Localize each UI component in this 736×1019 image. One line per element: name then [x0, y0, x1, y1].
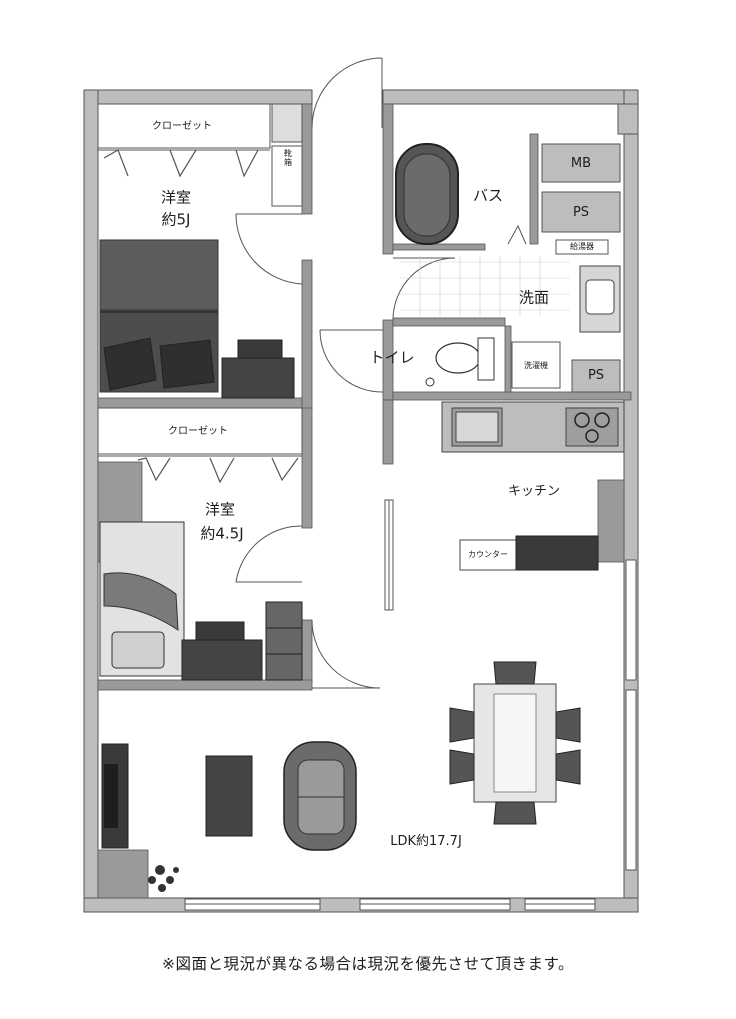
bath-label: バス — [472, 186, 504, 205]
ldk-label: LDK約17.7J — [390, 833, 462, 849]
sofa — [283, 741, 357, 851]
desk-2 — [181, 601, 303, 681]
bedroom1-name: 洋室 — [160, 188, 192, 207]
tv-stand — [101, 743, 129, 849]
ps-box-upper — [541, 191, 621, 233]
floor-plan — [83, 57, 639, 913]
closet-top — [97, 103, 271, 178]
bedroom2-size: 約4.5J — [200, 524, 244, 543]
washroom-label: 洗面 — [518, 288, 550, 307]
kitchen-counter — [441, 401, 625, 453]
bathtub — [395, 143, 459, 245]
plant — [148, 865, 179, 892]
right-windows — [625, 559, 637, 871]
toilet-fixture — [425, 337, 495, 387]
water-heater-label: 給湯器 — [570, 242, 594, 251]
interior-walls — [97, 103, 632, 691]
toilet-label: トイレ — [369, 348, 415, 367]
mb-label: MB — [570, 155, 592, 171]
washing-machine-label: 洗濯機 — [524, 361, 548, 370]
shoe-cabinet-label: 靴箱 — [284, 149, 292, 167]
desk-1 — [221, 339, 295, 399]
bedroom2-name: 洋室 — [204, 500, 236, 519]
bedroom1-size: 約5J — [161, 210, 191, 229]
ps-upper-label: PS — [572, 204, 590, 220]
closet-mid — [97, 407, 303, 484]
living-column — [97, 849, 149, 899]
coffee-table — [205, 755, 253, 837]
water-heater-box — [555, 239, 609, 255]
bed-1 — [99, 239, 219, 393]
wash-basin — [579, 265, 621, 333]
washing-machine-box — [511, 341, 561, 389]
kitchen-label: キッチン — [507, 483, 561, 499]
mb-box — [541, 143, 621, 183]
bed-2 — [99, 521, 185, 677]
ps-lower-label: PS — [587, 367, 605, 383]
bath-fixture — [507, 224, 527, 245]
closet-top-label: クローゼット — [152, 120, 212, 132]
sliding-door — [384, 499, 394, 611]
washroom-floor — [400, 256, 570, 316]
dining-set — [449, 661, 581, 825]
counter-unit — [459, 535, 599, 571]
door-swings — [235, 57, 456, 689]
disclaimer-text: ※図面と現況が異なる場合は現況を優先させて頂きます。 — [162, 955, 574, 973]
shoe-cabinet — [271, 103, 303, 207]
window-frames — [184, 898, 596, 911]
closet-mid-label: クローゼット — [168, 425, 228, 437]
counter-label: カウンター — [468, 550, 508, 559]
ps-box-lower — [571, 359, 621, 393]
